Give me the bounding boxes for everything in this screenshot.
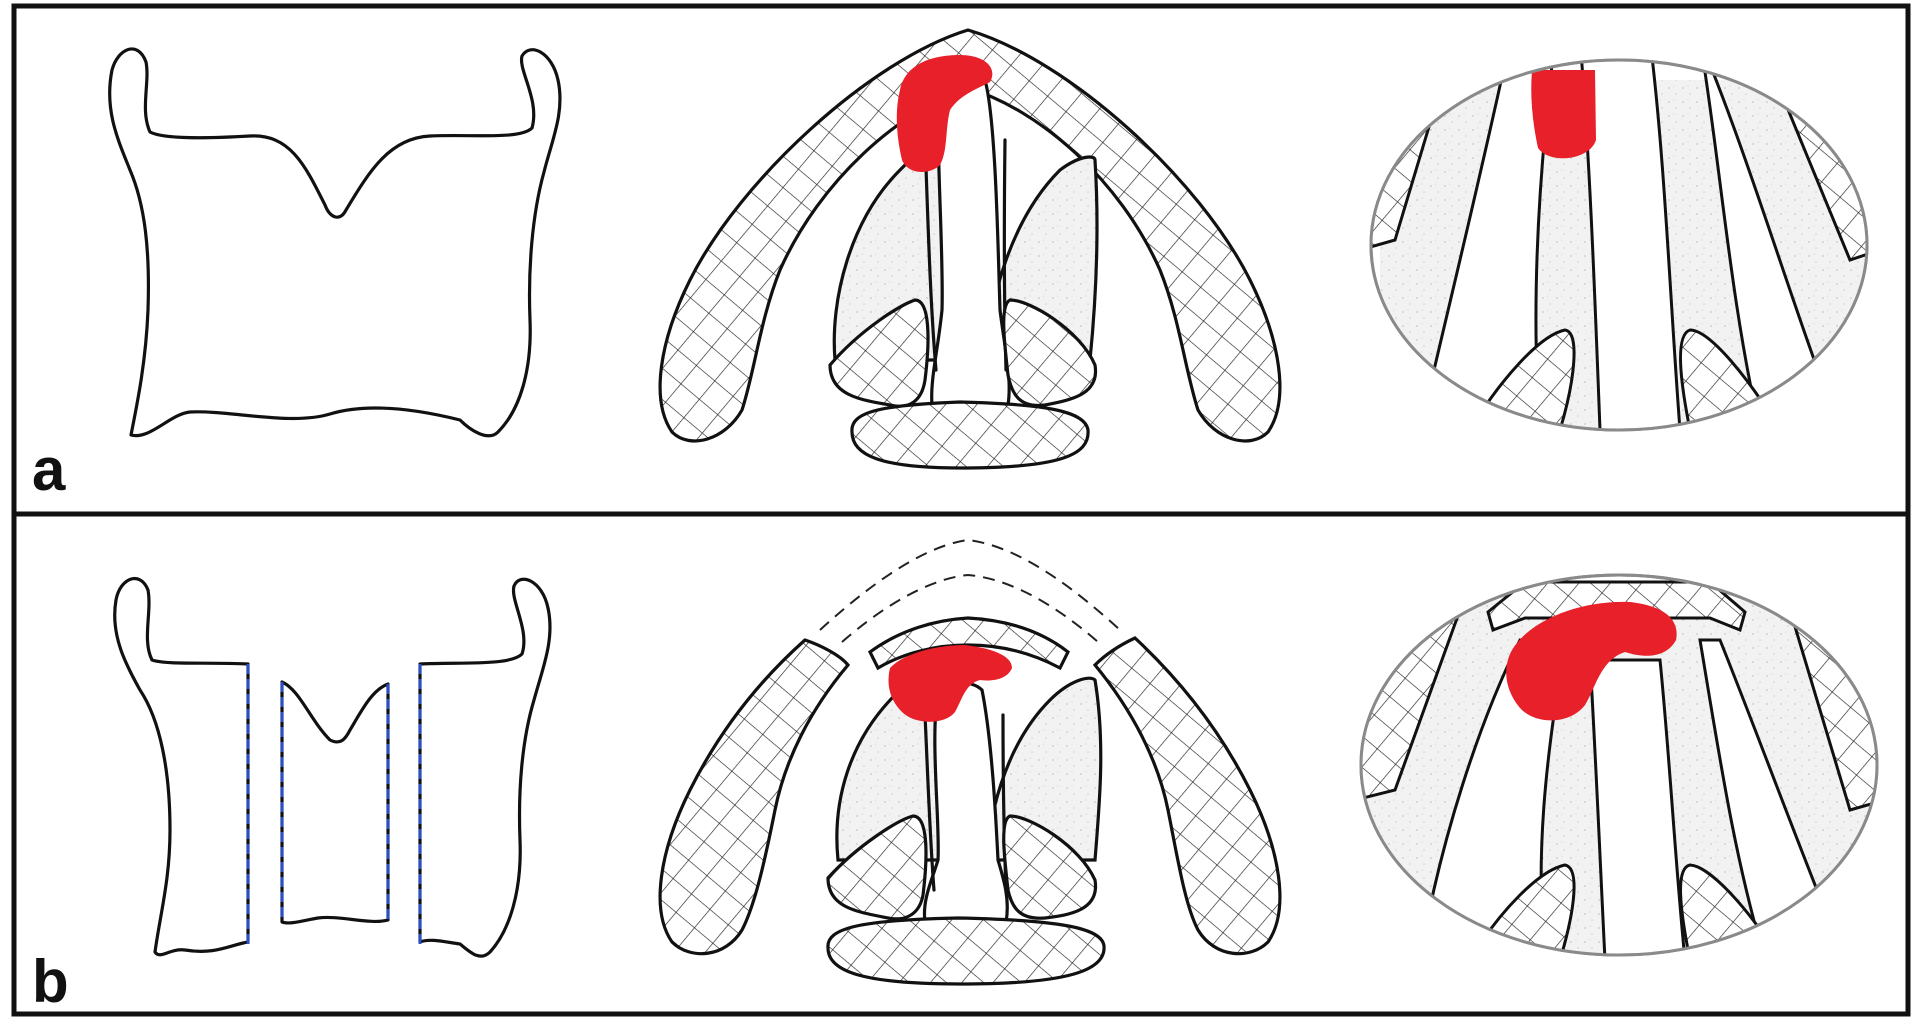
panel-label-a: a [32,436,66,503]
cricoid-cartilage [852,402,1088,468]
cricoid-cartilage-b [828,918,1104,984]
panel-label-b: b [32,948,69,1015]
panel-b: b [14,514,1908,1015]
panel-a: a [14,6,1908,514]
